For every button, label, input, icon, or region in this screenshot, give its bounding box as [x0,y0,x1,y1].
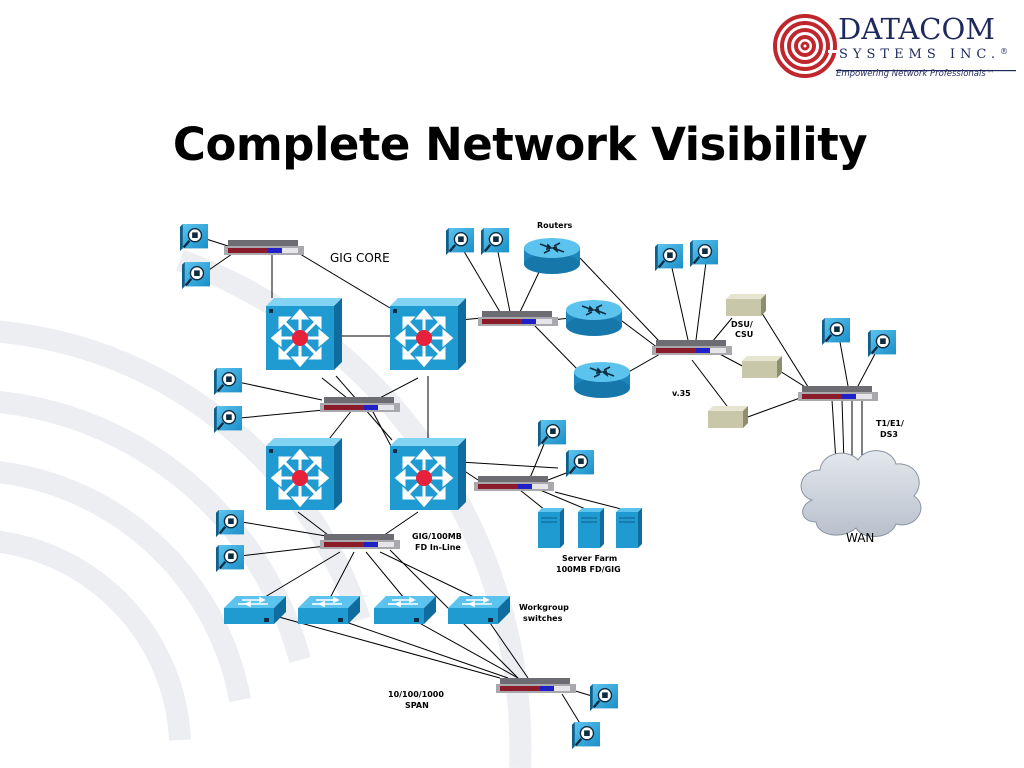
logo-swirl-icon [773,14,837,78]
analyzer-probe-icon [214,368,242,396]
workgroup-switch-icon [224,596,286,624]
server-farm-label-line1: Server Farm [562,554,617,563]
analyzer-probe-icon [690,240,718,268]
server-icon [578,508,604,548]
router-icon [566,299,622,337]
analyzer-probe-icon [214,406,242,434]
dsu-csu-icon [742,356,782,378]
t1-e1-ds3-label-line2: DS3 [880,430,898,439]
routers-label: Routers [537,221,573,230]
network-tap-icon [478,311,558,326]
server-farm-label-line2: 100MB FD/GIG [556,565,621,574]
dsu-csu-icon [726,294,766,316]
workgroup-switch-icon [298,596,360,624]
span-label-line1: 10/100/1000 [388,690,444,699]
server-icon [616,508,642,548]
gig-inline-label-line1: GIG/100MB [412,532,462,541]
network-tap-icon [320,397,400,412]
analyzer-probe-icon [180,224,208,252]
analyzer-probe-icon [538,420,566,448]
workgroup-switch-icon [374,596,436,624]
analyzer-probe-icon [655,244,683,272]
analyzer-probe-icon [216,510,244,538]
analyzer-probe-icon [481,228,509,256]
gig-inline-label-line2: FD In-Line [415,543,461,552]
analyzer-probe-icon [446,228,474,256]
company-logo [773,14,1016,78]
analyzer-probe-icon [590,684,618,712]
connection-lines [202,237,877,731]
router-icon [524,237,580,275]
analyzer-probe-icon [566,450,594,478]
multilayer-switch-icon [266,438,342,510]
wan-label: WAN [846,531,874,545]
logo-tagline: Empowering Network Professionals™ [836,69,995,79]
workgroup-switch-icon [448,596,510,624]
server-icon [538,508,564,548]
router-icon [574,361,630,399]
v35-label: v.35 [672,389,691,398]
multilayer-switch-icon [266,298,342,370]
analyzer-probe-icon [868,330,896,358]
gig-core-label: GIG CORE [330,251,390,265]
logo-systems-text: SYSTEMS INC.® [839,47,1008,62]
network-tap-icon [798,386,878,401]
logo-registered-mark: ® [1000,47,1009,56]
dsu-csu-label-line2: CSU [735,330,753,339]
dsu-csu-label-line1: DSU/ [731,320,753,329]
logo-company-name: DATACOM [838,12,995,46]
network-tap-icon [652,340,732,355]
network-tap-icon [474,476,554,491]
analyzer-probe-icon [182,262,210,290]
workgroup-label-line2: switches [523,614,563,623]
network-tap-icon [320,534,400,549]
multilayer-switch-icon [390,438,466,510]
multilayer-switch-icon [390,298,466,370]
analyzer-probe-icon [216,545,244,573]
dsu-csu-icon [708,406,748,428]
span-label-line2: SPAN [405,701,429,710]
network-tap-icon [224,240,304,255]
analyzer-probe-icon [822,318,850,346]
network-tap-icon [496,678,576,693]
workgroup-label-line1: Workgroup [519,603,569,612]
analyzer-probe-icon [572,722,600,750]
logo-systems-label: SYSTEMS INC. [839,47,1001,62]
t1-e1-ds3-label-line1: T1/E1/ [876,419,904,428]
wan-cloud-icon [800,450,922,537]
page-title: Complete Network Visibility [172,118,868,171]
